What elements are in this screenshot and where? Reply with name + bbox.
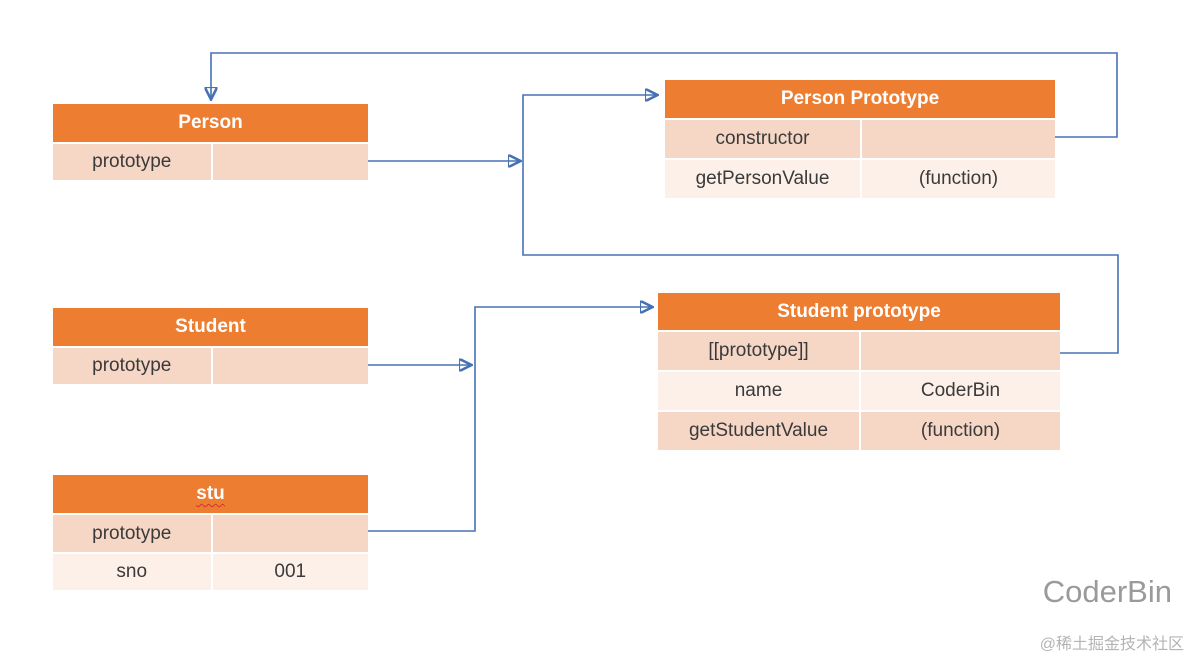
person-table-header: Person [53,104,368,142]
row-key: getStudentValue [688,420,829,441]
student-table: Student prototype [53,308,368,384]
row-value [860,120,1055,158]
table-row: prototype [53,142,368,180]
person-prototype-table: Person Prototype constructor getPersonVa… [665,80,1055,198]
student-table-header: Student [53,308,368,346]
watermark-coderbin: CoderBin [1042,574,1172,609]
person-table-title: Person [178,112,243,133]
student-prototype-table-title: Student prototype [777,300,941,322]
row-key: prototype [92,522,172,544]
table-row: [[prototype]] [658,330,1060,370]
stu-table: stu prototype sno 001 [53,475,368,590]
table-row: constructor [665,118,1055,158]
person-prototype-table-title: Person Prototype [780,88,940,109]
person-table: Person prototype [53,104,368,180]
row-value [210,348,369,384]
table-row: name CoderBin [658,370,1060,410]
row-key: name [734,380,783,401]
row-key: getPersonValue [695,168,830,189]
person-prototype-table-header: Person Prototype [665,80,1055,118]
row-value [210,144,369,180]
table-row: getPersonValue (function) [665,158,1055,198]
table-row: prototype [53,513,368,552]
row-value: 001 [210,554,369,590]
stu-table-header: stu [53,475,368,513]
table-row: getStudentValue (function) [658,410,1060,450]
table-row: prototype [53,346,368,384]
stu-table-title: stu [196,483,225,504]
row-value: (function) [859,412,1060,450]
student-table-title: Student [175,316,246,337]
row-key: constructor [715,128,810,149]
row-value [859,332,1060,370]
row-key: [[prototype]] [708,340,809,361]
row-key: prototype [92,151,172,172]
row-value [210,515,369,552]
table-row: sno 001 [53,552,368,590]
row-value: CoderBin [859,372,1060,410]
row-value: (function) [860,160,1055,198]
student-prototype-table: Student prototype [[prototype]] name Cod… [658,293,1060,450]
watermark-juejin-community: @稀土掘金技术社区 [1039,636,1184,653]
student-prototype-table-header: Student prototype [658,293,1060,330]
row-key: prototype [92,355,172,376]
row-key: sno [116,561,148,582]
